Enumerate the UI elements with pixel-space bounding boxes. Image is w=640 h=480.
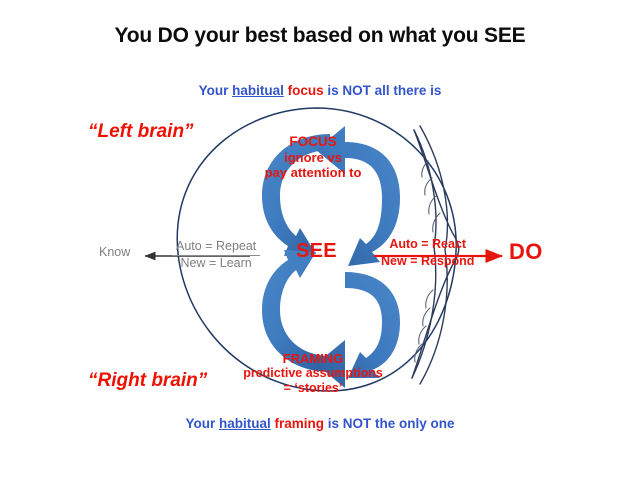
eye-lens-curves [411, 125, 460, 385]
label-see: SEE [296, 240, 337, 262]
label-focus-loop: FOCUS ignore vs pay attention to [243, 134, 383, 181]
right-pathway-fraction: Auto = React New = Respond [377, 237, 478, 268]
eye-hatch-marks [414, 160, 441, 363]
left-pathway-fraction: Auto = Repeat New = Learn [172, 239, 261, 270]
framing-line-1: FRAMING [282, 351, 344, 366]
framing-line-3: = ‘stories’ [283, 381, 343, 396]
caption-bottom-prefix: Your [185, 416, 219, 431]
right-pathway-numerator: Auto = React [389, 237, 467, 251]
caption-bottom-suffix: is NOT the only one [324, 416, 455, 431]
head-circle-outline [176, 107, 457, 392]
framing-loop-right-arrow [316, 272, 400, 388]
right-pathway-denominator: New = Respond [381, 253, 475, 268]
focus-loop-left-arrow [262, 134, 330, 256]
caption-top-prefix: Your [198, 83, 233, 98]
label-left-brain: “Left brain” [88, 121, 194, 142]
label-know: Know [99, 245, 131, 259]
caption-bottom: Your habitual framing is NOT the only on… [0, 416, 640, 431]
caption-top-underlined: habitual [232, 83, 284, 98]
caption-bottom-highlight: framing [274, 416, 325, 431]
left-pathway-denominator: New = Learn [180, 255, 252, 270]
left-pathway-numerator: Auto = Repeat [172, 239, 261, 256]
label-right-brain: “Right brain” [88, 370, 208, 391]
focus-loop-right-arrow [316, 126, 400, 266]
focus-line-3: pay attention to [264, 165, 362, 181]
framing-loop-left-arrow [262, 250, 330, 372]
label-framing-loop: FRAMING predictive assumptions = ‘storie… [228, 351, 398, 396]
page-title: You DO your best based on what you SEE [114, 24, 526, 47]
label-do: DO [509, 239, 543, 264]
focus-line-1: FOCUS [289, 134, 337, 149]
framing-line-2: predictive assumptions [243, 366, 383, 381]
caption-top: Your habitual focus is NOT all there is [0, 83, 640, 98]
focus-line-2: ignore vs [284, 149, 342, 165]
caption-top-highlight: focus [287, 83, 324, 98]
caption-top-suffix: is NOT all there is [323, 83, 442, 98]
caption-bottom-underlined: habitual [218, 416, 271, 431]
